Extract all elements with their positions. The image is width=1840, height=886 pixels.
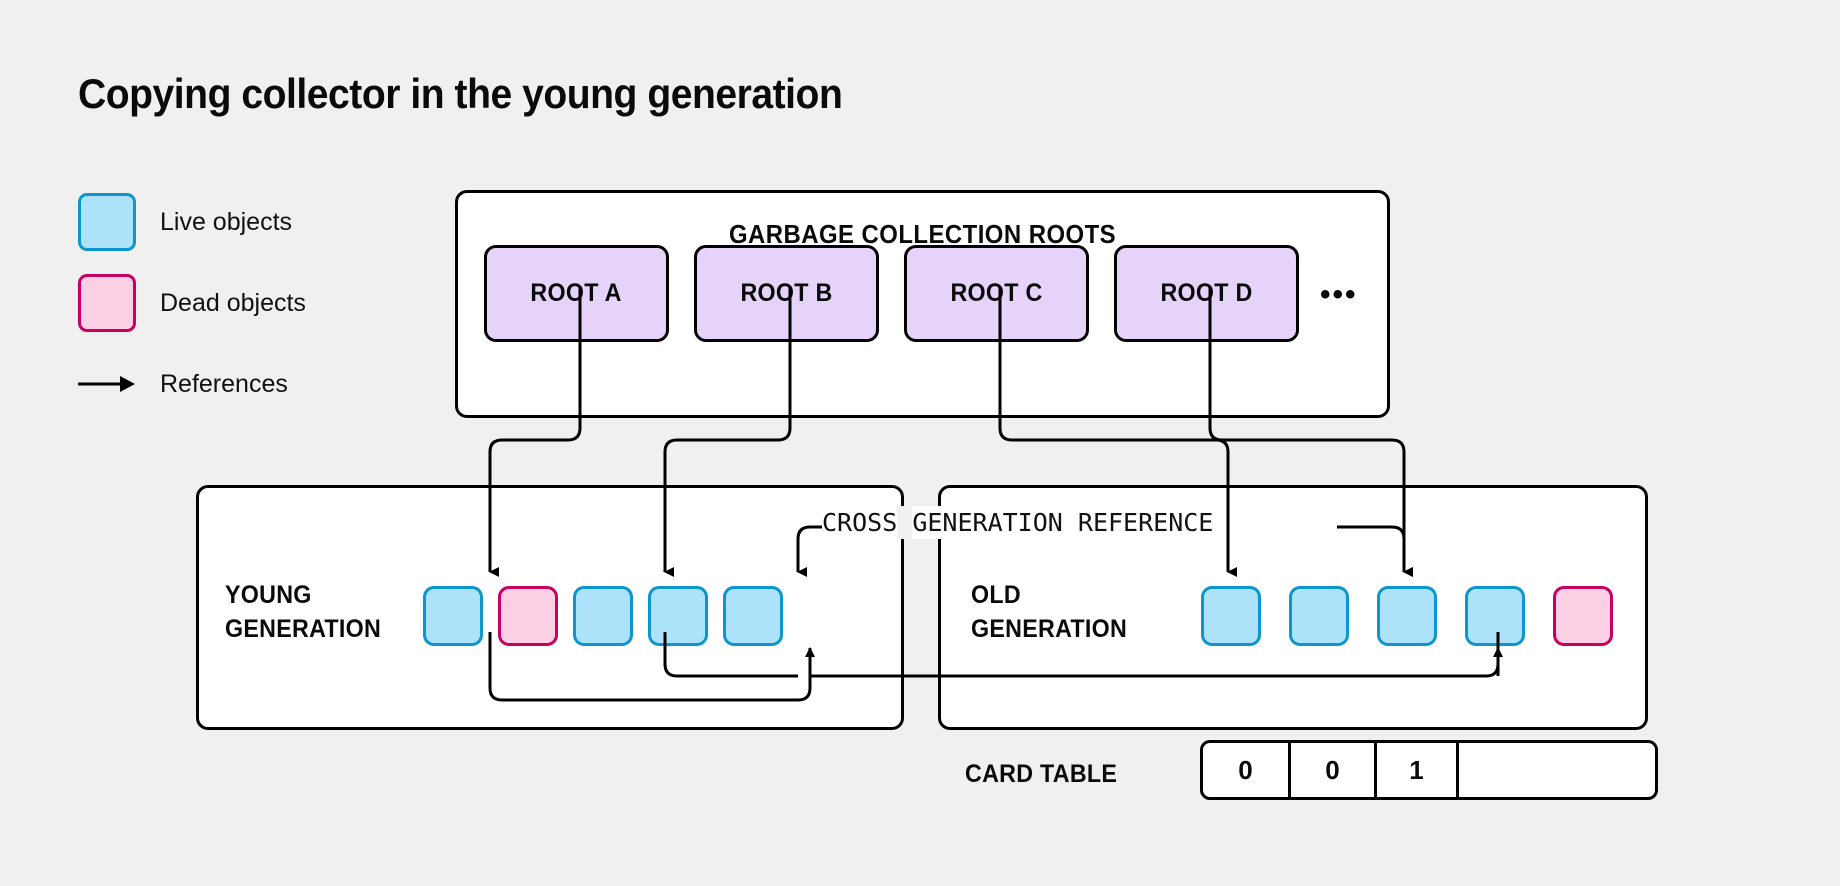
legend-item-references: References [78,354,408,414]
young-generation-panel: YOUNG GENERATION [196,485,904,730]
old-generation-label-line2: GENERATION [971,615,1128,643]
reference-arrow-icon [78,355,136,413]
root-chip-c[interactable]: ROOT C [904,245,1089,342]
cross-generation-reference-text-part2: GENERATION REFERENCE [912,506,1214,539]
root-chip-a[interactable]: ROOT A [484,245,669,342]
young-generation-label-line2: GENERATION [225,615,382,643]
roots-ellipsis: ••• [1320,278,1358,311]
root-chip-d-label: ROOT D [1160,279,1253,307]
old-object-4[interactable] [1465,586,1525,646]
card-table-cell-0[interactable]: 0 [1203,743,1291,797]
old-object-3[interactable] [1377,586,1437,646]
live-object-swatch-icon [78,193,136,251]
card-table: 0 0 1 [1200,740,1658,800]
cross-generation-reference-label: CROSS GENERATION REFERENCE [822,506,1214,539]
root-chip-b-label: ROOT B [740,279,833,307]
card-table-cell-3[interactable] [1459,743,1655,797]
root-chip-a-label: ROOT A [530,279,623,307]
legend-label-live: Live objects [160,207,293,236]
young-object-3[interactable] [573,586,633,646]
cross-generation-reference-text-part1: CROSS [822,506,898,539]
card-table-cell-2[interactable]: 1 [1377,743,1459,797]
young-object-2[interactable] [498,586,558,646]
dead-object-swatch-icon [78,274,136,332]
root-chip-b[interactable]: ROOT B [694,245,879,342]
old-generation-label-line1: OLD [971,581,1021,609]
card-table-label: CARD TABLE [965,760,1118,788]
root-chip-d[interactable]: ROOT D [1114,245,1299,342]
old-generation-label: OLD GENERATION [971,578,1127,646]
old-object-2[interactable] [1289,586,1349,646]
card-table-cell-1[interactable]: 0 [1291,743,1377,797]
legend: Live objects Dead objects References [78,192,408,435]
legend-label-references: References [160,369,288,398]
legend-label-dead: Dead objects [160,288,306,317]
old-object-1[interactable] [1201,586,1261,646]
legend-item-dead: Dead objects [78,273,408,333]
young-object-4[interactable] [648,586,708,646]
young-generation-label: YOUNG GENERATION [225,578,381,646]
root-chip-c-label: ROOT C [950,279,1043,307]
young-object-5[interactable] [723,586,783,646]
legend-item-live: Live objects [78,192,408,252]
young-object-1[interactable] [423,586,483,646]
gc-roots-panel: GARBAGE COLLECTION ROOTS ROOT A ROOT B R… [455,190,1390,418]
gc-roots-title: GARBAGE COLLECTION ROOTS [728,219,1117,249]
page-title: Copying collector in the young generatio… [78,70,843,117]
young-generation-label-line1: YOUNG [225,581,312,609]
old-object-5[interactable] [1553,586,1613,646]
